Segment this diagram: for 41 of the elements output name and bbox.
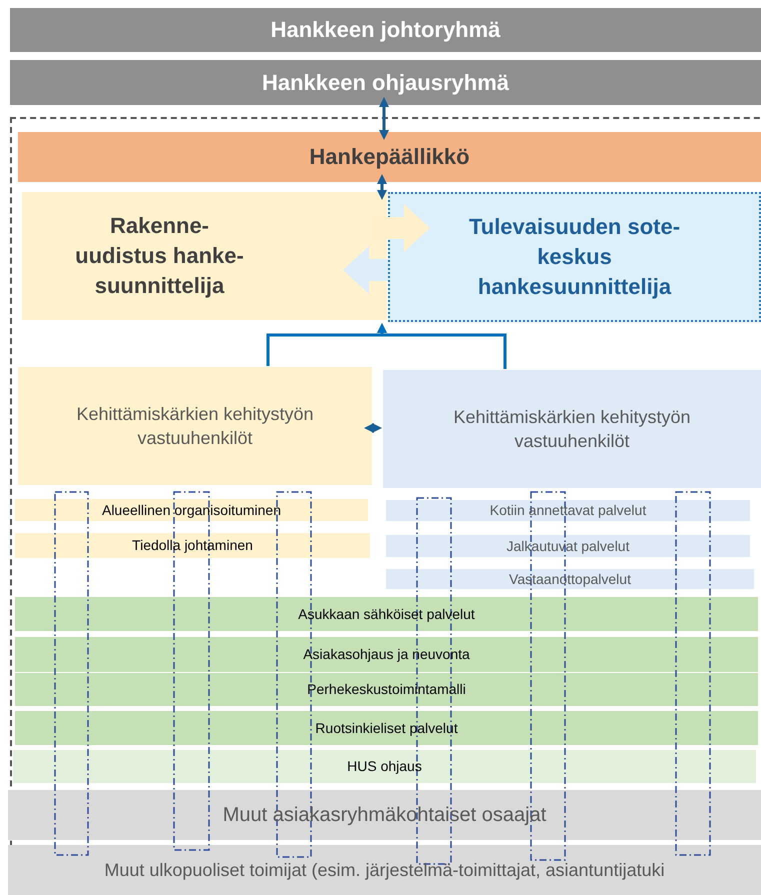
topic-bar [15,711,758,745]
team-box [18,367,372,485]
topic-label: Jalkautuvat palvelut [506,536,630,556]
double-arrow [377,174,387,200]
header-bar [10,8,761,52]
dash-dot-frame [675,491,711,856]
team-box [383,370,761,488]
role-box [388,192,761,322]
footer-label: Muut ulkopuoliset toimijat (esim. järjestelmä-toimittajat, asiantuntijatuki [103,858,666,882]
topic-label: Alueellinen organisoituminen [100,500,282,520]
role-title: Rakenne-uudistus hanke-suunnittelija [74,212,245,300]
footer-bar [8,845,761,895]
topic-bar [15,673,758,706]
header-bar [10,60,761,105]
topic-label: Tiedolla johtaminen [131,536,254,555]
topic-bar [386,535,750,557]
topic-bar [15,499,368,521]
topic-bar [386,500,750,521]
role-box [22,192,387,320]
bar-title: Hankepäällikkö [308,143,471,172]
bracket-arrow [377,323,506,369]
topic-label: Asiakasohjaus ja neuvonta [302,645,471,664]
topic-label: Asukkaan sähköiset palvelut [297,604,476,624]
topic-label: HUS ohjaus [346,757,423,776]
dash-dot-frame [54,491,89,856]
bar-title: Hankkeen ohjausryhmä [261,68,510,97]
topic-bar [15,637,758,672]
topic-bar [13,750,756,783]
topic-bar [15,533,370,558]
topic-label: Kotiin annettavat palvelut [488,501,648,520]
block-arrow [343,246,388,294]
topic-bar [15,597,758,631]
team-label: Kehittämiskärkien kehitystyön vastuuhenkilöt [452,406,692,453]
bar-title: Hankkeen johtoryhmä [270,16,502,44]
topic-label: Perhekeskustoimintamalli [306,680,467,699]
role-bar [18,132,761,182]
double-arrow [364,423,382,433]
footer-bar [8,790,761,840]
role-title: Tulevaisuuden sote-keskus hankesuunnittelija [468,213,682,301]
double-arrow [379,97,389,140]
team-label: Kehittämiskärkien kehitystyön vastuuhenkilöt [75,402,315,450]
